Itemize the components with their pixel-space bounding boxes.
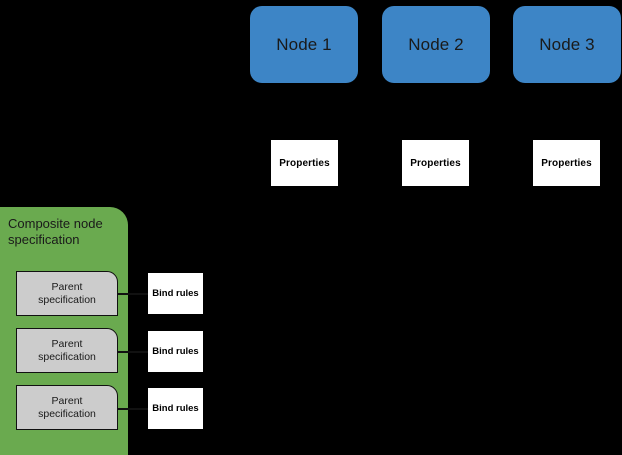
node-box-1[interactable]: Node 1 — [250, 6, 358, 83]
node-box-1-label: Node 1 — [276, 34, 332, 54]
composite-node-specification-title: Composite node specification — [8, 216, 103, 247]
bind-rules-box-1[interactable]: Bind rules — [148, 273, 203, 314]
connector-parent-3-to-bind-3 — [117, 408, 149, 410]
bind-rules-box-3-label: Bind rules — [152, 403, 199, 414]
bind-rules-box-1-label: Bind rules — [152, 288, 199, 299]
properties-box-1-label: Properties — [279, 157, 330, 169]
parent-specification-box-3-line2: specification — [38, 407, 96, 420]
parent-specification-box-1-line2: specification — [38, 293, 96, 306]
parent-specification-box-3-line1: Parent — [51, 394, 83, 407]
parent-specification-box-2-line2: specification — [38, 350, 96, 363]
parent-specification-box-1[interactable]: Parent specification — [16, 271, 118, 316]
properties-box-2[interactable]: Properties — [402, 140, 469, 186]
bind-rules-box-2[interactable]: Bind rules — [148, 331, 203, 372]
parent-specification-box-1-line1: Parent — [51, 280, 83, 293]
node-box-3-label: Node 3 — [539, 34, 595, 54]
properties-box-1[interactable]: Properties — [271, 140, 338, 186]
connector-parent-1-to-bind-1 — [117, 293, 149, 295]
node-box-3[interactable]: Node 3 — [513, 6, 621, 83]
node-box-2-label: Node 2 — [408, 34, 464, 54]
node-box-2[interactable]: Node 2 — [382, 6, 490, 83]
parent-specification-box-2-line1: Parent — [51, 337, 83, 350]
bind-rules-box-2-label: Bind rules — [152, 346, 199, 357]
parent-specification-box-2[interactable]: Parent specification — [16, 328, 118, 373]
bind-rules-box-3[interactable]: Bind rules — [148, 388, 203, 429]
properties-box-3-label: Properties — [541, 157, 592, 169]
connector-parent-2-to-bind-2 — [117, 351, 149, 353]
properties-box-2-label: Properties — [410, 157, 461, 169]
properties-box-3[interactable]: Properties — [533, 140, 600, 186]
parent-specification-box-3[interactable]: Parent specification — [16, 385, 118, 430]
